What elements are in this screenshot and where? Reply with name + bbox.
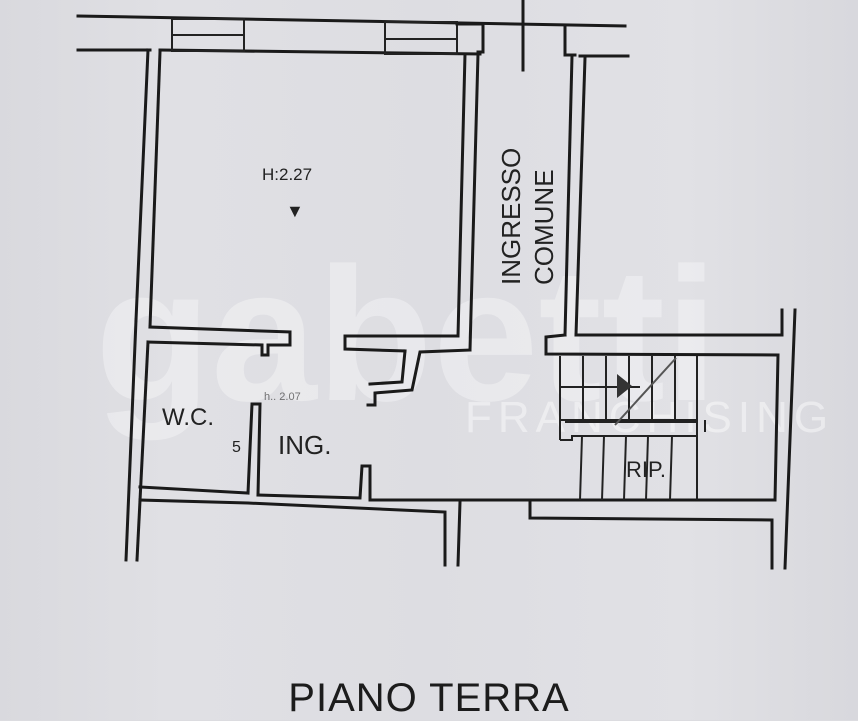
main-room-walls: H:2.27 ▼ [134,48,480,407]
exterior-walls-top [76,0,630,72]
entrance-height-label: h.. 2.07 [264,391,301,403]
floor-title: PIANO TERRA [288,676,570,720]
entrance-room: h.. 2.07 ING. [138,391,547,567]
wc-mark: 5 [232,439,241,456]
wc-label: W.C. [162,404,214,431]
room-height-label: H:2.27 [262,165,312,184]
stair-direction-arrow-icon [617,374,632,398]
stair-and-storage: RIP. [528,308,797,570]
left-walls [124,318,150,562]
entrance-label: ING. [278,430,331,460]
storage-label: RIP. [626,457,666,482]
common-entrance-corridor: INGRESSO COMUNE [496,54,587,337]
height-marker-icon: ▼ [286,201,304,221]
corridor-label-line1: INGRESSO [496,148,526,285]
watermark-sub: FRANCHISING [465,393,834,442]
corridor-label-line2: COMUNE [529,169,559,285]
wc-room: W.C. 5 [138,402,262,497]
